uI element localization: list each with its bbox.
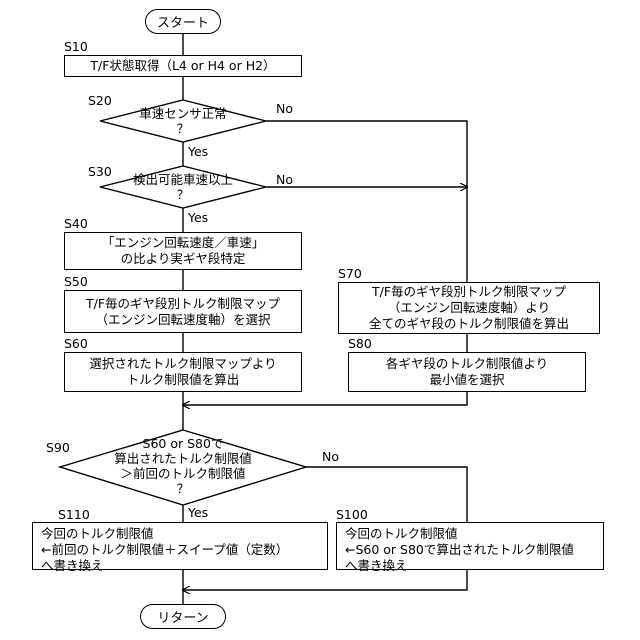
process-s100-line1: 今回のトルク制限値 [345,526,595,542]
process-s60-line2: トルク制限値を算出 [127,372,240,388]
connector-s80-merge [183,392,467,405]
end-terminal: リターン [140,604,226,629]
step-label-s60: S60 [64,336,88,351]
process-s50-line2: （エンジン回転速度軸）を選択 [95,312,270,328]
process-s60: 選択されたトルク制限マップより トルク制限値を算出 [64,352,302,392]
process-s100-line3: へ書き換え [345,558,595,574]
decision-s20-line1: 車速センサ正常 [139,106,227,121]
step-label-s50: S50 [64,274,88,289]
process-s40-line1: 「エンジン回転速度／車速」 [102,235,265,251]
answer-yes-s20: Yes [188,144,208,159]
connector-s90-no [306,467,467,522]
answer-no-s30: No [276,172,293,187]
step-label-s70: S70 [338,266,362,281]
process-s10: T/F状態取得（L4 or H4 or H2） [64,55,302,77]
step-label-s90: S90 [46,440,70,455]
step-label-s30: S30 [88,164,112,179]
decision-s30-text: 検出可能車速以上 ？ [133,172,233,202]
decision-s30-line2: ？ [133,187,233,202]
decision-s90-line3: ＞前回のトルク制限値 [114,466,252,481]
process-s110-line1: 今回のトルク制限値 [41,526,319,542]
decision-s90-text: S60 or S80で 算出されたトルク制限値 ＞前回のトルク制限値 ？ [114,436,252,496]
decision-s90-line4: ？ [114,481,252,496]
process-s40: 「エンジン回転速度／車速」 の比より実ギヤ段特定 [64,232,302,270]
process-s80-line2: 最小値を選択 [429,372,504,388]
decision-s20-line2: ？ [139,121,227,136]
process-s110: 今回のトルク制限値 ←前回のトルク制限値＋スイープ値（定数） へ書き換え [32,522,328,570]
process-s70-line2: （エンジン回転速度軸）より [388,300,550,316]
process-s50: T/F毎のギヤ段別トルク制限マップ （エンジン回転速度軸）を選択 [64,290,302,333]
step-label-s20: S20 [88,93,112,108]
step-label-s100: S100 [336,507,368,522]
process-s80: 各ギヤ段のトルク制限値より 最小値を選択 [348,352,586,392]
decision-s90-line2: 算出されたトルク制限値 [114,451,252,466]
step-label-s40: S40 [64,216,88,231]
process-s40-line2: の比より実ギヤ段特定 [121,251,246,267]
process-s100: 今回のトルク制限値 ←S60 or S80で算出されたトルク制限値 へ書き換え [336,522,604,570]
process-s100-line2: ←S60 or S80で算出されたトルク制限値 [345,542,595,558]
answer-no-s20: No [276,101,293,116]
answer-yes-s30: Yes [188,210,208,225]
process-s10-text: T/F状態取得（L4 or H4 or H2） [90,58,275,74]
step-label-s80: S80 [348,336,372,351]
step-label-s110: S110 [58,507,90,522]
process-s80-line1: 各ギヤ段のトルク制限値より [386,356,548,372]
decision-s90-line1: S60 or S80で [114,436,252,451]
answer-yes-s90: Yes [188,505,208,520]
answer-no-s90: No [322,449,339,464]
process-s70: T/F毎のギヤ段別トルク制限マップ （エンジン回転速度軸）より 全てのギヤ段のト… [338,282,600,334]
process-s60-line1: 選択されたトルク制限マップより [89,356,276,372]
process-s50-line1: T/F毎のギヤ段別トルク制限マップ [86,296,280,312]
step-label-s10: S10 [64,39,88,54]
process-s70-line1: T/F毎のギヤ段別トルク制限マップ [372,284,566,300]
process-s110-line3: へ書き換え [41,558,319,574]
decision-s20-text: 車速センサ正常 ？ [139,106,227,136]
process-s110-line2: ←前回のトルク制限値＋スイープ値（定数） [41,542,319,558]
decision-s30-line1: 検出可能車速以上 [133,172,233,187]
process-s70-line3: 全てのギヤ段のトルク制限値を算出 [369,316,569,332]
start-terminal: スタート [145,9,221,34]
